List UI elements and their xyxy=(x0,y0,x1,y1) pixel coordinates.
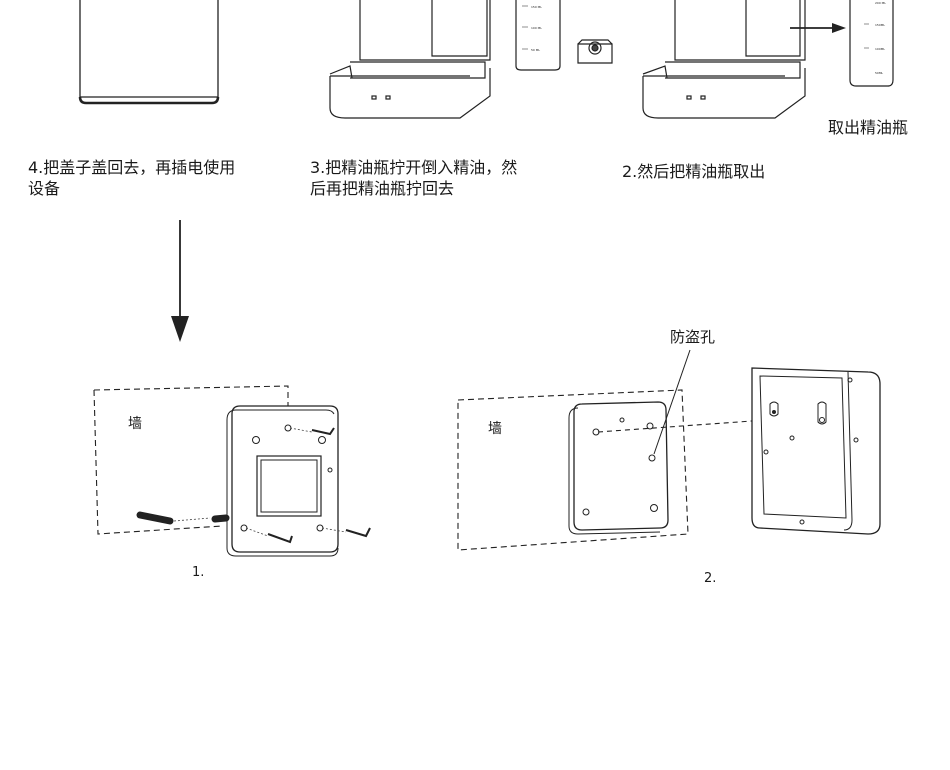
step3-caption-line1: 3.把精油瓶拧开倒入精油，然 xyxy=(310,158,518,177)
wall-label-1: 墙 xyxy=(128,416,142,432)
figure-2-number: 2. xyxy=(704,571,717,586)
step4-caption-line2: 设备 xyxy=(28,179,61,198)
open-device-step3 xyxy=(329,0,491,119)
bottle-cap xyxy=(577,39,613,64)
step3-caption-line2: 后再把精油瓶拧回去 xyxy=(310,179,455,198)
figure-1-number: 1. xyxy=(192,565,205,580)
anti-theft-hole-label: 防盗孔 xyxy=(670,328,716,346)
bottle-mark-100: 100 ML xyxy=(531,26,542,30)
closed-device xyxy=(78,0,220,105)
step2-caption: 2.然后把精油瓶取出 xyxy=(622,162,766,181)
oil-bottle-left: 150 ML 100 ML 50 ML xyxy=(515,0,561,71)
bottle-mark-50: 50 ML xyxy=(531,48,540,52)
open-device-step2 xyxy=(642,0,806,119)
remove-bottle-label: 取出精油瓶 xyxy=(828,118,909,137)
bottle-mark-50r: 50ML xyxy=(875,71,883,75)
oil-bottle-right: 200 ML 150ML 100ML 50ML xyxy=(849,0,894,87)
arrow-right-icon xyxy=(790,23,846,33)
bottle-mark-100r: 100ML xyxy=(875,47,885,51)
step4-caption-line1: 4.把盖子盖回去，再插电使用 xyxy=(28,158,236,177)
arrow-down-icon xyxy=(171,220,189,342)
bottle-mark-150: 150 ML xyxy=(531,5,542,9)
bottle-mark-150r: 150ML xyxy=(875,23,885,27)
install-figure-1 xyxy=(93,385,371,557)
install-figure-2 xyxy=(457,349,881,551)
bottle-mark-200: 200 ML xyxy=(875,1,886,5)
wall-label-2: 墙 xyxy=(488,421,502,437)
